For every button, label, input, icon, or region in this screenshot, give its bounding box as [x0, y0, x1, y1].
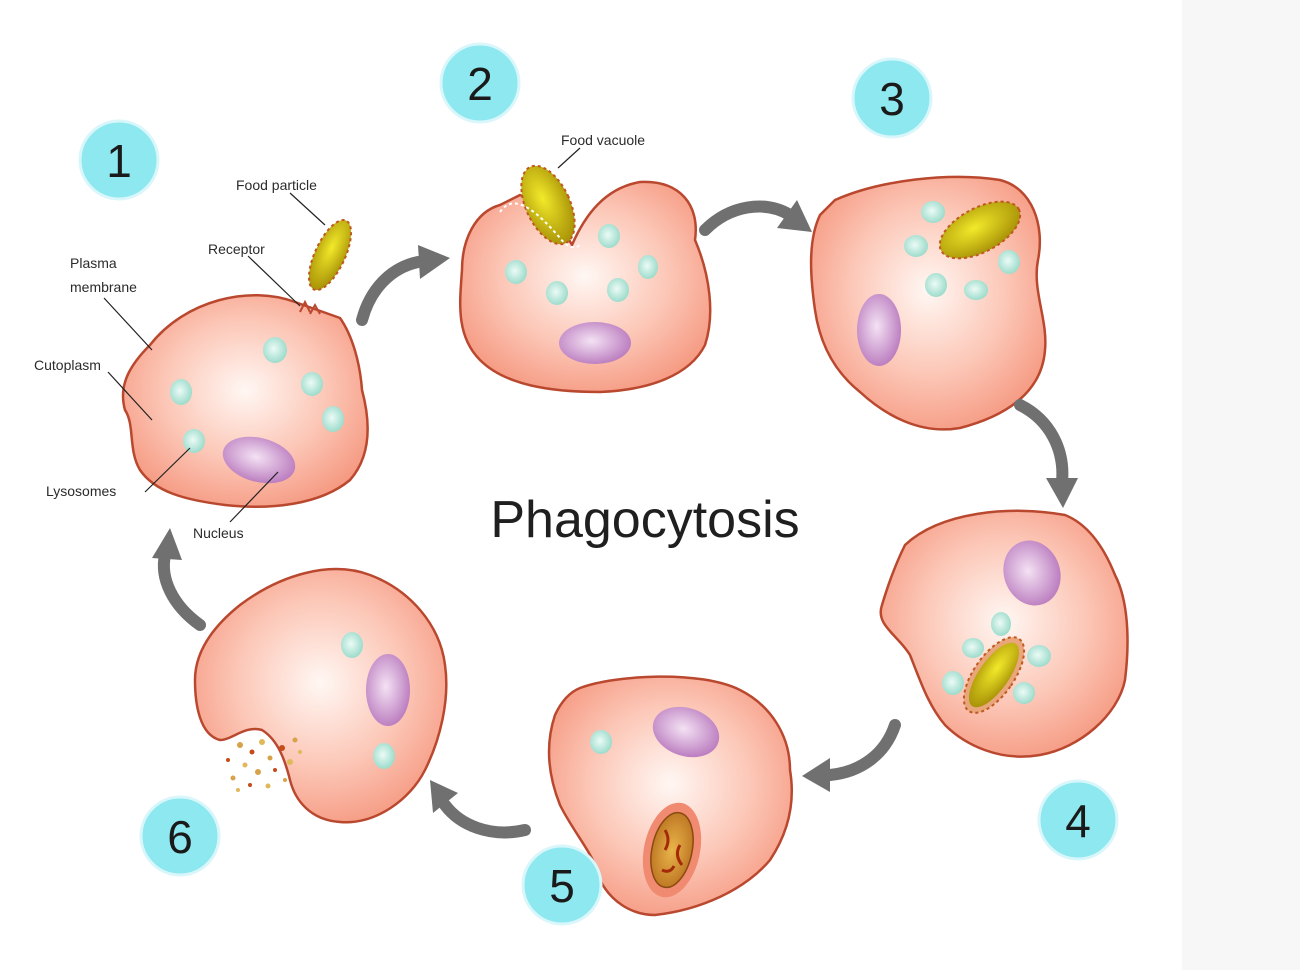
- step-number-3: 3: [879, 73, 905, 125]
- arrow-6-to-1: [158, 549, 206, 631]
- label-cytoplasm: Cutoplasm: [34, 357, 101, 373]
- arrow-5-to-6: [439, 799, 531, 839]
- cell-3: [809, 175, 1047, 431]
- cell-2-leader-line: [557, 147, 581, 169]
- arrowhead-3: [1046, 478, 1078, 508]
- cell-1-leader-lines: [103, 192, 326, 523]
- label-receptor: Receptor: [208, 241, 265, 257]
- lysosome: [998, 250, 1020, 274]
- cell-2: [458, 164, 712, 394]
- lysosome: [925, 273, 947, 297]
- step-number-5: 5: [549, 860, 575, 912]
- step-badge-2: 2: [439, 42, 521, 124]
- lysosome: [170, 379, 192, 405]
- lysosome: [546, 281, 568, 305]
- lysosome: [322, 406, 344, 432]
- lysosome: [904, 235, 928, 257]
- arrowhead-2: [777, 200, 812, 232]
- step-number-4: 4: [1065, 795, 1091, 847]
- food-particle: [307, 218, 353, 292]
- digestion-debris: [661, 829, 684, 873]
- arrow-2-to-3: [699, 200, 796, 236]
- food-vacuole: [520, 164, 576, 246]
- arrowhead-6: [152, 528, 182, 560]
- nucleus: [857, 294, 901, 366]
- step-badge-4: 4: [1037, 779, 1119, 861]
- cell-5: [547, 675, 794, 917]
- cell-2-membrane: [458, 180, 712, 394]
- cell-1: [121, 218, 369, 508]
- lysosome: [942, 671, 964, 695]
- diagram-title: Phagocytosis: [490, 491, 799, 549]
- nucleus: [366, 654, 410, 726]
- lysosome: [263, 337, 287, 363]
- lysosome: [638, 255, 658, 279]
- expelled-waste: [226, 737, 302, 792]
- step-number-2: 2: [467, 58, 493, 110]
- lysosome: [590, 730, 612, 754]
- lysosome: [1013, 682, 1035, 704]
- arrow-1-to-2: [356, 256, 424, 326]
- step-number-6: 6: [167, 811, 193, 863]
- label-plasma-membrane-2: membrane: [70, 279, 137, 295]
- lysosome: [962, 638, 984, 658]
- digestive-vacuole-core: [650, 811, 694, 889]
- food-vacuole-core: [968, 642, 1020, 708]
- label-plasma-membrane-1: Plasma: [70, 255, 117, 271]
- arrow-heads: [152, 200, 1078, 813]
- food-vacuole: [938, 200, 1022, 260]
- arrowhead-5: [430, 780, 458, 813]
- cell-4: [879, 509, 1129, 758]
- lysosome: [607, 278, 629, 302]
- lysosome: [991, 612, 1011, 636]
- lysosome: [373, 743, 395, 769]
- lysosome: [301, 372, 323, 396]
- arrow-3-to-4: [1014, 399, 1069, 488]
- right-margin-strip: [1182, 0, 1300, 970]
- lysosome: [921, 201, 945, 223]
- step-badge-6: 6: [139, 795, 221, 877]
- lysosome: [341, 632, 363, 658]
- nucleus: [222, 436, 296, 484]
- lysosome: [598, 224, 620, 248]
- step-badge-3: 3: [851, 57, 933, 139]
- arrow-4-to-5: [824, 719, 901, 781]
- lysosome: [505, 260, 527, 284]
- step-badge-5: 5: [521, 844, 603, 926]
- nucleus: [559, 322, 631, 364]
- label-lysosomes: Lysosomes: [46, 483, 116, 499]
- lysosome: [964, 280, 988, 300]
- cycle-arrows: [158, 200, 1069, 839]
- cell-6: [193, 567, 448, 824]
- step-number-1: 1: [106, 135, 132, 187]
- lysosome: [1027, 645, 1051, 667]
- membrane-fold: [499, 202, 581, 249]
- label-food-particle: Food particle: [236, 177, 317, 193]
- lysosome: [183, 429, 205, 453]
- nucleus: [652, 706, 720, 758]
- label-nucleus: Nucleus: [193, 525, 244, 541]
- arrowhead-4: [802, 758, 830, 792]
- label-food-vacuole: Food vacuole: [561, 132, 645, 148]
- receptor-icon: [299, 299, 321, 315]
- arrowhead-1: [418, 245, 450, 279]
- step-badge-1: 1: [78, 119, 160, 201]
- nucleus: [1003, 540, 1061, 606]
